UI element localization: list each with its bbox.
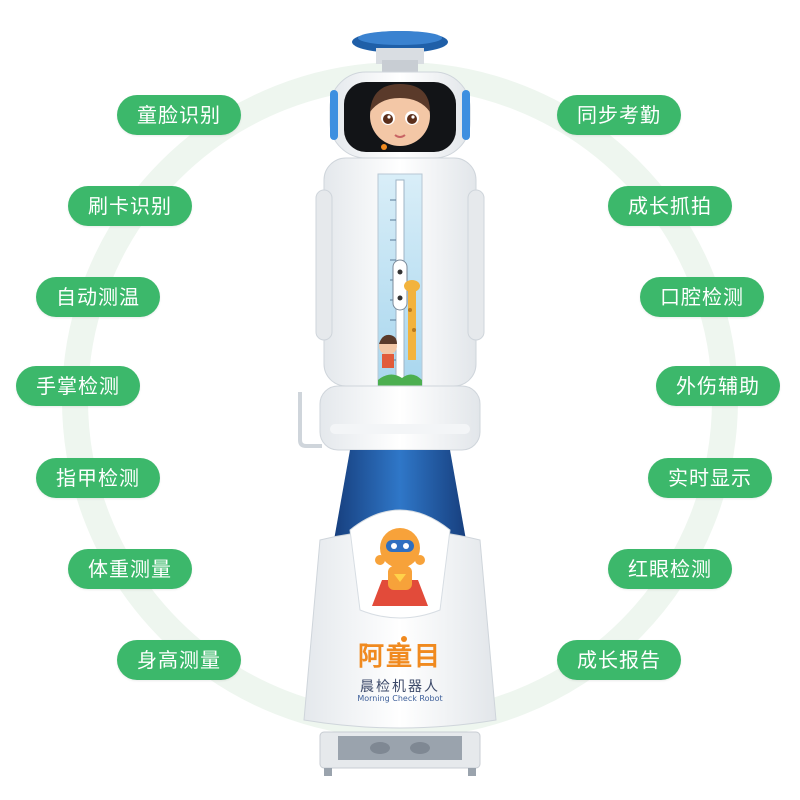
robot-illustration <box>298 31 497 776</box>
robot-collar <box>319 385 481 451</box>
brand-subtitle-en: Morning Check Robot <box>357 694 443 703</box>
child-sticker-icon <box>379 334 397 368</box>
feature-pill-left-6: 体重测量 <box>68 549 192 589</box>
giraffe-icon <box>404 280 420 360</box>
feature-pill-right-2: 成长抓拍 <box>608 186 732 226</box>
face-display-icon <box>370 84 430 146</box>
feature-pill-left-7: 身高测量 <box>117 640 241 680</box>
feature-pill-left-2: 刷卡识别 <box>68 186 192 226</box>
footplate <box>319 731 481 776</box>
robot-neck <box>334 450 466 540</box>
feature-pill-right-7: 成长报告 <box>557 640 681 680</box>
feature-pill-right-6: 红眼检测 <box>608 549 732 589</box>
sensor-cap-icon <box>352 31 448 74</box>
feature-pill-right-1: 同步考勤 <box>557 95 681 135</box>
robot-torso <box>315 157 485 387</box>
robot-mascot-icon <box>372 528 428 606</box>
brand-name: 阿童目 <box>357 642 442 672</box>
feature-pill-right-4: 外伤辅助 <box>656 366 780 406</box>
feature-pill-right-3: 口腔检测 <box>640 277 764 317</box>
robot-head <box>329 71 471 159</box>
feature-pill-left-1: 童脸识别 <box>117 95 241 135</box>
feature-pill-left-4: 手掌检测 <box>16 366 140 406</box>
feature-pill-left-3: 自动测温 <box>36 277 160 317</box>
feature-pill-right-5: 实时显示 <box>648 458 772 498</box>
hand-scanner-bracket <box>298 392 322 448</box>
footprint-icon <box>410 742 430 754</box>
footprint-icon <box>370 742 390 754</box>
brand-subtitle-cn: 晨检机器人 <box>360 679 440 695</box>
logo-dot-icon <box>401 636 407 642</box>
feature-pill-left-5: 指甲检测 <box>36 458 160 498</box>
